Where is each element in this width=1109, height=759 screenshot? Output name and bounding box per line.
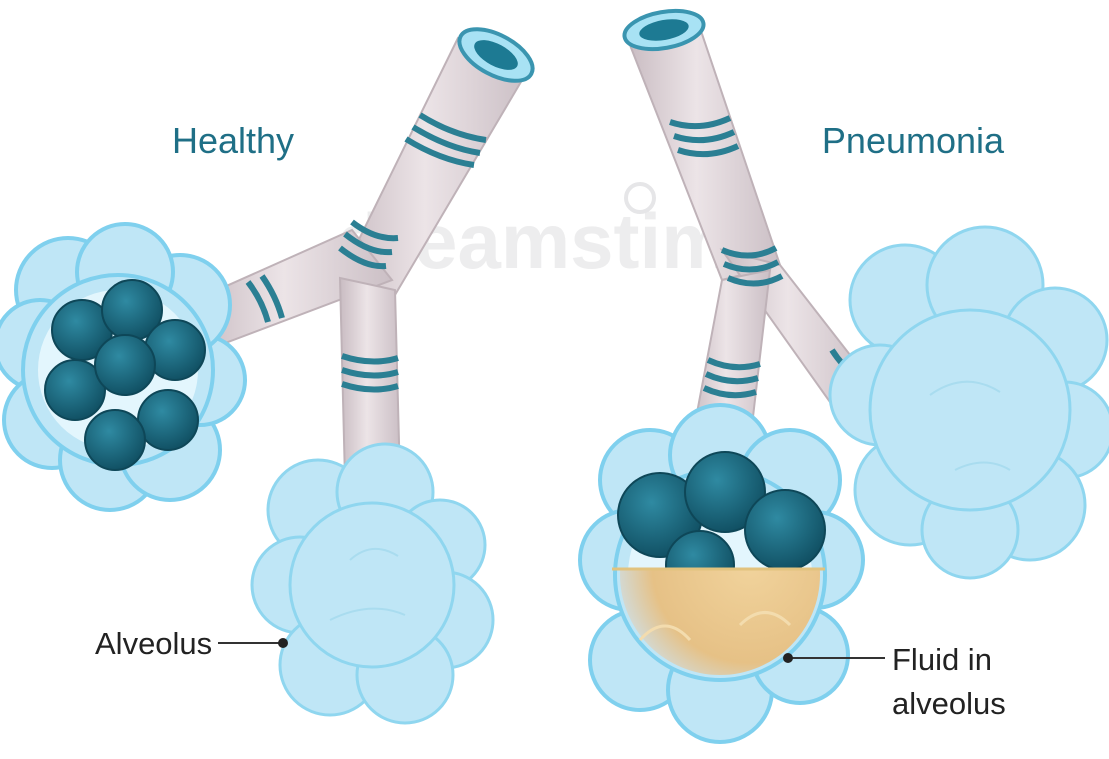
fluid-label-line1: Fluid in (892, 642, 992, 677)
pneumonia-alveolus-cross-section (580, 405, 863, 742)
healthy-alveolus-cluster (252, 444, 493, 723)
alveolus-callout-dot (278, 638, 288, 648)
fluid-callout-dot (783, 653, 793, 663)
alveolus-label: Alveolus (95, 626, 212, 661)
pneumonia-title: Pneumonia (822, 120, 1005, 161)
healthy-alveolus-cross-section (0, 224, 245, 510)
fluid-label-line2: alveolus (892, 686, 1006, 721)
healthy-title: Healthy (172, 120, 294, 161)
pneumonia-alveolus-cluster (830, 227, 1109, 578)
